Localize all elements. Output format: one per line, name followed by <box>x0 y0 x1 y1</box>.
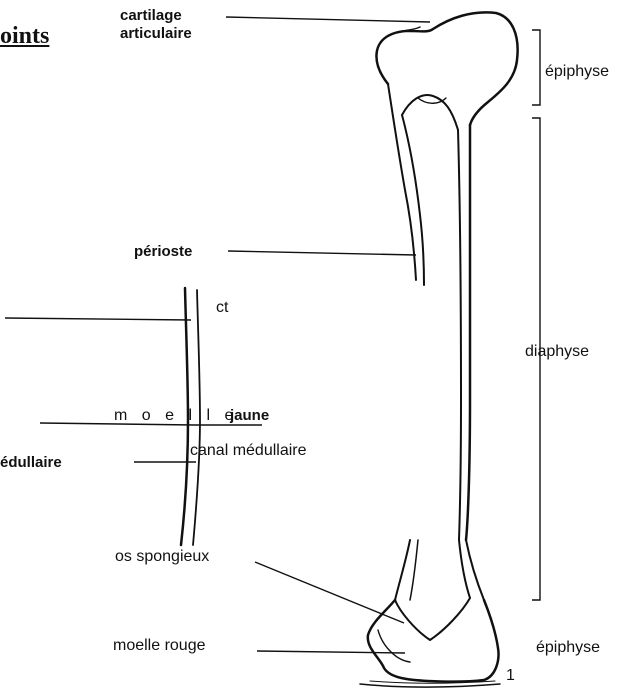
distal-condyle-inner <box>378 630 410 662</box>
leader-os-spongieux <box>255 562 404 623</box>
label-moelle: m o e l l e <box>114 408 238 424</box>
distal-left-cortex-inner <box>410 540 418 600</box>
page-number: 1 <box>506 668 515 684</box>
label-os-spongieux: os spongieux <box>115 549 209 565</box>
leader-ct <box>5 318 191 320</box>
label-epiphyse-bottom: épiphyse <box>536 640 600 656</box>
label-epiphyse-top: épiphyse <box>545 64 609 80</box>
base-shadow-1 <box>360 684 500 687</box>
proximal-arch <box>402 95 458 130</box>
label-diaphyse: diaphyse <box>525 344 589 360</box>
label-jaune: jaune <box>230 408 269 423</box>
label-ct: ct <box>216 300 228 316</box>
bone-right-cortex-outer <box>466 125 470 540</box>
leader-moelle-rouge <box>257 651 405 653</box>
bone-right-cortex-inner <box>458 130 461 540</box>
distal-condyle <box>368 600 499 682</box>
proximal-arch-inner <box>418 98 446 103</box>
distal-left-cortex <box>395 540 410 600</box>
title-fragment: oints <box>0 24 49 48</box>
bone-left-cortex-inner <box>402 115 424 285</box>
bone-outline-upper <box>376 12 517 125</box>
label-moelle-rouge: moelle rouge <box>113 638 206 654</box>
label-articulaire: articulaire <box>120 26 192 41</box>
label-canal-medullaire: canal médullaire <box>190 443 307 459</box>
leader-perioste <box>228 251 416 255</box>
label-perioste: périoste <box>134 244 192 259</box>
bracket-epiphyse-top <box>532 30 540 105</box>
label-cartilage: cartilage <box>120 8 182 23</box>
distal-arch <box>395 598 470 640</box>
label-medullaire-fragment: édullaire <box>0 455 62 470</box>
leader-cartilage <box>226 17 430 22</box>
